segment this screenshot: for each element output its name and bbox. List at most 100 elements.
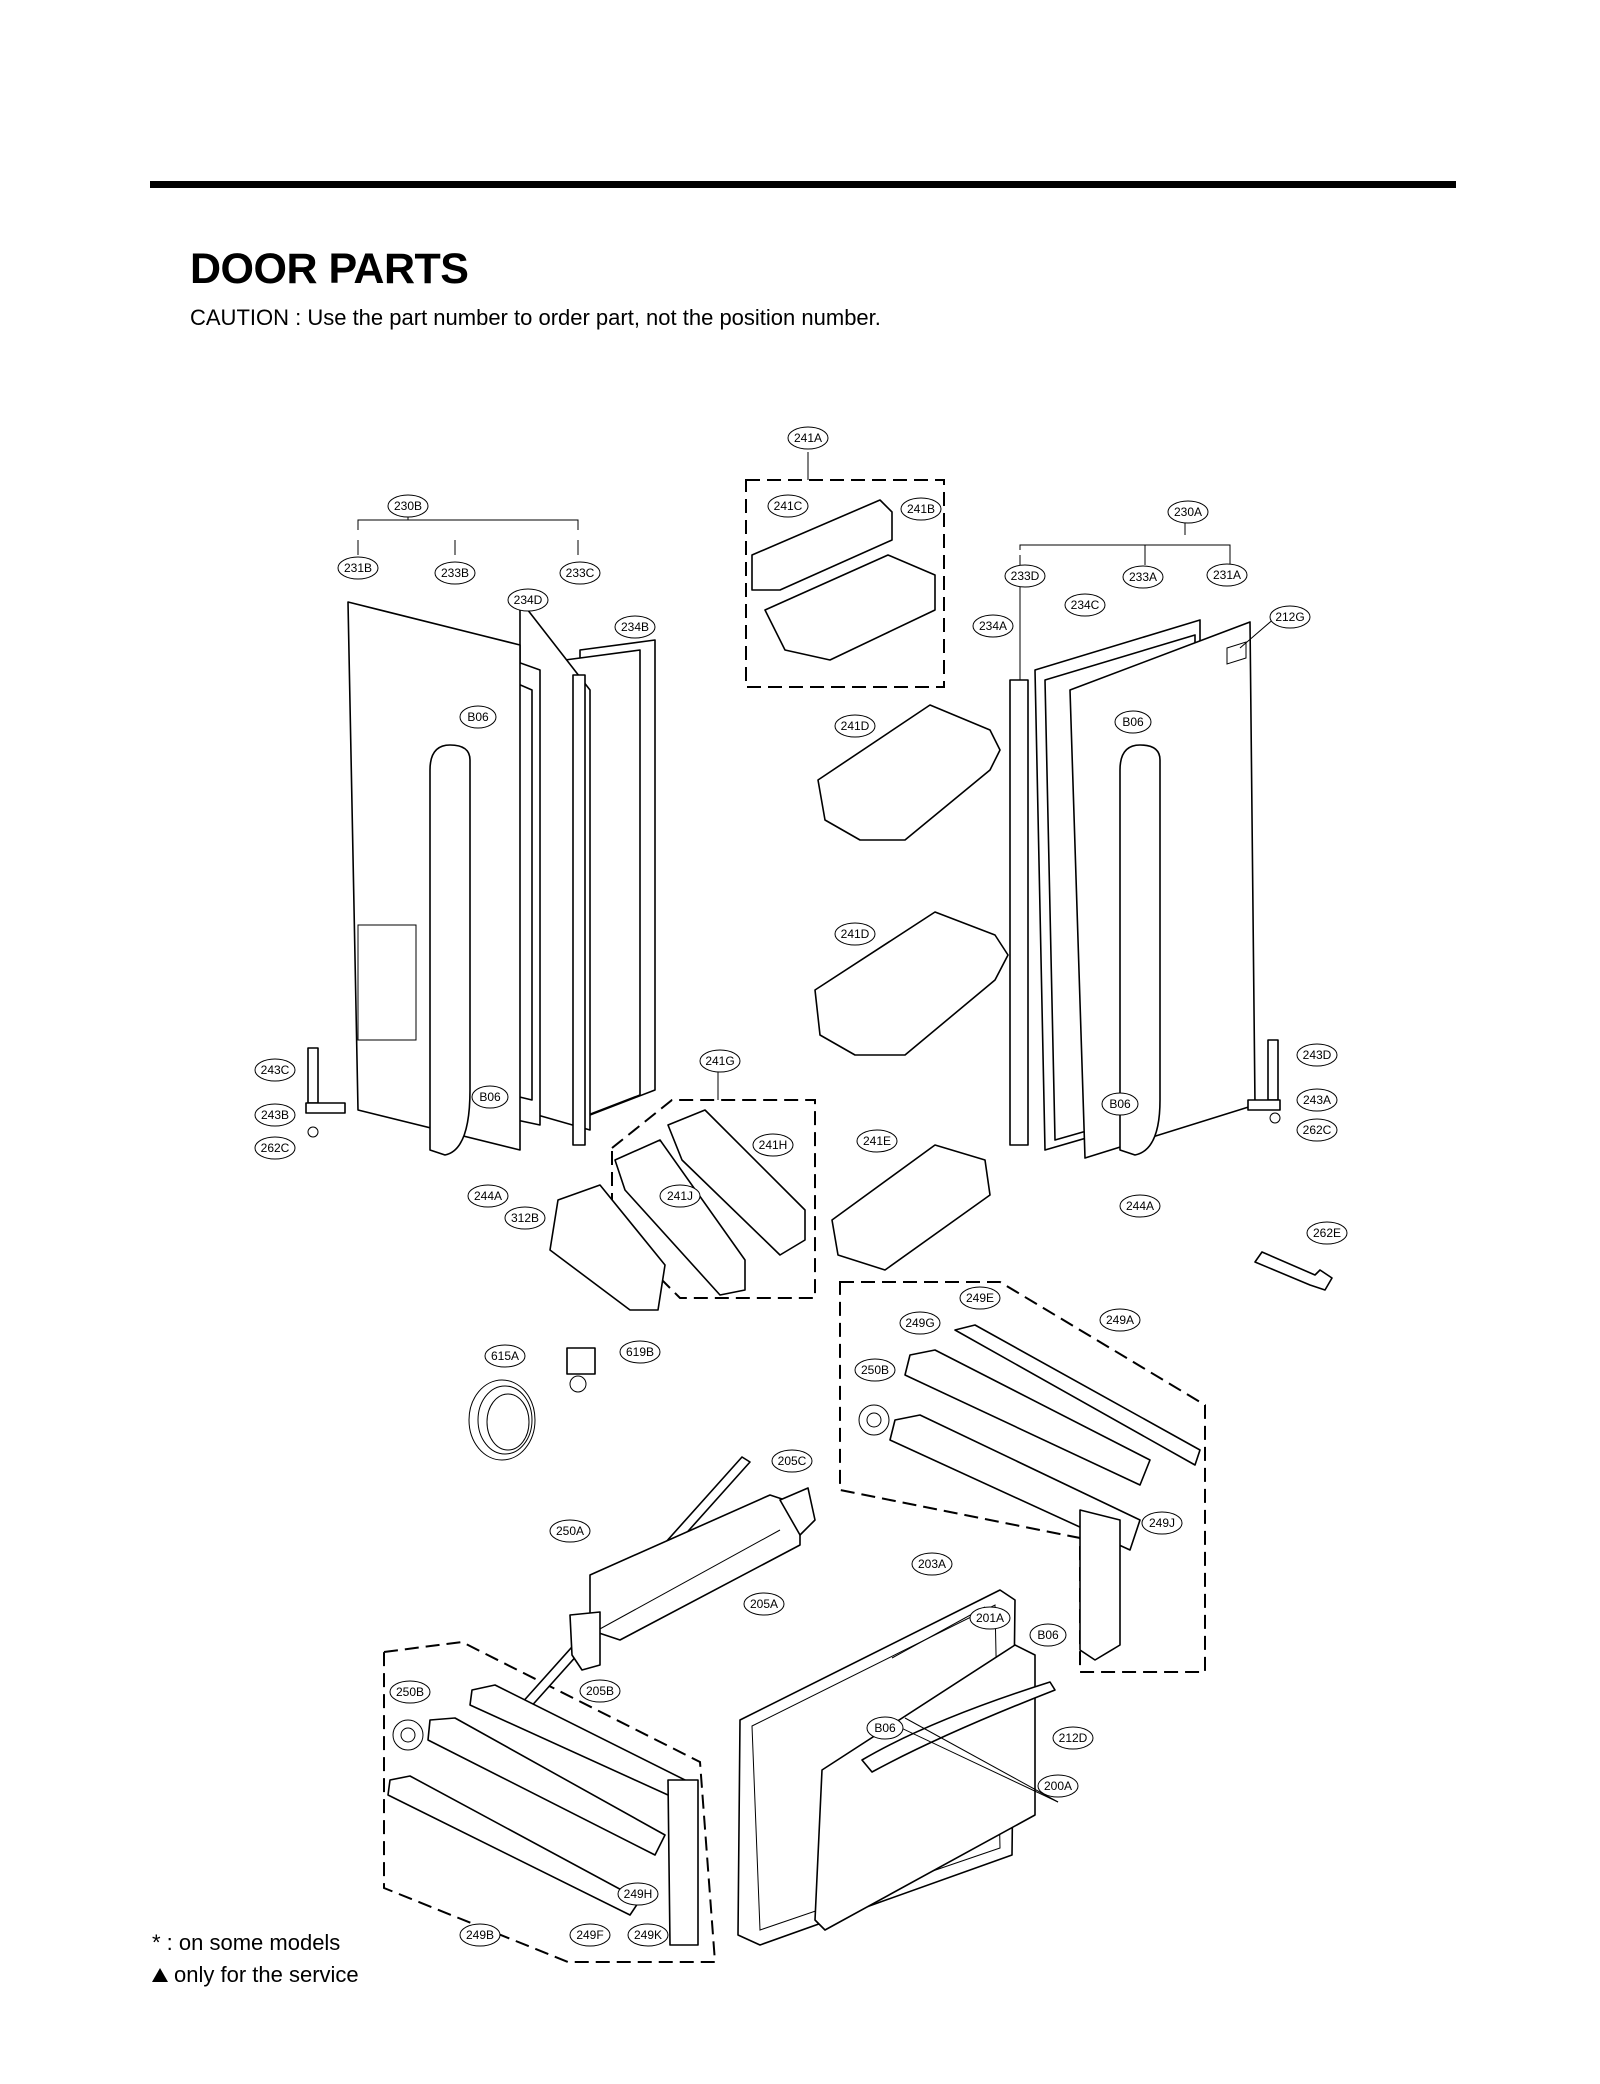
callout-312b: 312B	[504, 1206, 546, 1230]
caution-note: CAUTION : Use the part number to order p…	[190, 305, 881, 330]
svg-text:312B: 312B	[511, 1211, 539, 1225]
svg-text:231A: 231A	[1213, 568, 1241, 582]
svg-text:243C: 243C	[261, 1063, 290, 1077]
svg-text:249F: 249F	[576, 1928, 603, 1942]
callout-243c: 243C	[254, 1058, 296, 1082]
svg-text:B06: B06	[1109, 1097, 1131, 1111]
callout-241e: 241E	[856, 1129, 898, 1153]
svg-text:212G: 212G	[1275, 610, 1304, 624]
svg-text:619B: 619B	[626, 1345, 654, 1359]
callout-249e: 249E	[959, 1286, 1001, 1310]
callout-212g: 212G	[1269, 605, 1311, 629]
callout-241a: 241A	[787, 426, 829, 450]
callout-233b: 233B	[434, 561, 476, 585]
callout-249b: 249B	[459, 1923, 501, 1947]
svg-text:205C: 205C	[778, 1454, 807, 1468]
svg-text:615A: 615A	[491, 1349, 519, 1363]
callout-615a: 615A	[484, 1344, 526, 1368]
svg-text:250B: 250B	[861, 1363, 889, 1377]
svg-text:262C: 262C	[1303, 1123, 1332, 1137]
svg-text:241B: 241B	[907, 502, 935, 516]
callout-241c: 241C	[767, 494, 809, 518]
bin-241d-upper	[817, 704, 1001, 841]
callout-234a: 234A	[972, 614, 1014, 638]
svg-text:205A: 205A	[750, 1597, 778, 1611]
svg-text:230A: 230A	[1174, 505, 1202, 519]
callout-b06-left-upper: B06	[459, 705, 497, 729]
water-line-615a	[468, 1379, 536, 1461]
callout-250a: 250A	[549, 1519, 591, 1543]
callout-233d: 233D	[1004, 564, 1046, 588]
callout-200a: 200A	[1037, 1774, 1079, 1798]
callout-243b: 243B	[254, 1103, 296, 1127]
svg-text:200A: 200A	[1044, 1779, 1072, 1793]
wrench-262e	[1254, 1251, 1333, 1291]
callout-262c-left: 262C	[254, 1136, 296, 1160]
group-box-241a	[745, 479, 945, 688]
callout-244a-left: 244A	[467, 1184, 509, 1208]
callout-249j: 249J	[1141, 1511, 1183, 1535]
callout-205a: 205A	[743, 1592, 785, 1616]
callout-249k: 249K	[627, 1923, 669, 1947]
svg-text:249E: 249E	[966, 1291, 994, 1305]
group-box-249a	[839, 1281, 1206, 1673]
svg-text:203A: 203A	[918, 1557, 946, 1571]
bin-312b	[549, 1184, 666, 1311]
callout-234b: 234B	[614, 615, 656, 639]
callout-243d: 243D	[1296, 1043, 1338, 1067]
svg-text:205B: 205B	[586, 1684, 614, 1698]
svg-text:262E: 262E	[1313, 1226, 1341, 1240]
svg-text:243B: 243B	[261, 1108, 289, 1122]
callout-244a-right: 244A	[1119, 1194, 1161, 1218]
callout-241j: 241J	[659, 1184, 701, 1208]
svg-text:233C: 233C	[566, 566, 595, 580]
callout-234d: 234D	[507, 588, 549, 612]
callout-b06-left-lower: B06	[471, 1085, 509, 1109]
svg-text:249H: 249H	[624, 1887, 653, 1901]
callout-b06-right-lower: B06	[1101, 1092, 1139, 1116]
svg-text:249K: 249K	[634, 1928, 662, 1942]
callout-203a: 203A	[911, 1552, 953, 1576]
svg-text:234C: 234C	[1071, 598, 1100, 612]
svg-text:241J: 241J	[667, 1189, 693, 1203]
callout-241d-upper: 241D	[834, 714, 876, 738]
svg-text:234A: 234A	[979, 619, 1007, 633]
callout-212d: 212D	[1052, 1726, 1094, 1750]
svg-text:241E: 241E	[863, 1134, 891, 1148]
svg-text:231B: 231B	[344, 561, 372, 575]
callout-619b: 619B	[619, 1340, 661, 1364]
svg-text:233A: 233A	[1129, 570, 1157, 584]
svg-text:243D: 243D	[1303, 1048, 1332, 1062]
callout-250b-right: 250B	[854, 1358, 896, 1382]
page-title: DOOR PARTS	[190, 245, 469, 293]
callout-243a: 243A	[1296, 1088, 1338, 1112]
callout-249f: 249F	[569, 1923, 611, 1947]
callout-233a: 233A	[1122, 565, 1164, 589]
callout-b06-drawer-top: B06	[1029, 1623, 1067, 1647]
left-door-assembly	[347, 599, 656, 1156]
gear-250b-left	[392, 1719, 424, 1751]
callout-230a: 230A	[1167, 500, 1209, 524]
group-box-249b	[383, 1640, 717, 1963]
callout-241h: 241H	[752, 1133, 794, 1157]
svg-text:230B: 230B	[394, 499, 422, 513]
svg-text:233B: 233B	[441, 566, 469, 580]
rail-249g	[889, 1349, 1151, 1661]
callout-241d-lower: 241D	[834, 922, 876, 946]
svg-text:B06: B06	[874, 1721, 896, 1735]
svg-text:241H: 241H	[759, 1138, 788, 1152]
bin-241d-lower	[814, 911, 1009, 1056]
bin-241c	[751, 499, 936, 661]
callout-231a: 231A	[1206, 563, 1248, 587]
footnote-service: only for the service	[152, 1962, 359, 1988]
rail-249e	[954, 1324, 1201, 1466]
callout-b06-drawer-front: B06	[866, 1716, 904, 1740]
footnote-service-text: only for the service	[174, 1962, 359, 1987]
callout-249g: 249G	[899, 1311, 941, 1335]
svg-text:243A: 243A	[1303, 1093, 1331, 1107]
callout-205b: 205B	[579, 1679, 621, 1703]
svg-text:249B: 249B	[466, 1928, 494, 1942]
svg-text:250B: 250B	[396, 1685, 424, 1699]
svg-text:244A: 244A	[1126, 1199, 1154, 1213]
